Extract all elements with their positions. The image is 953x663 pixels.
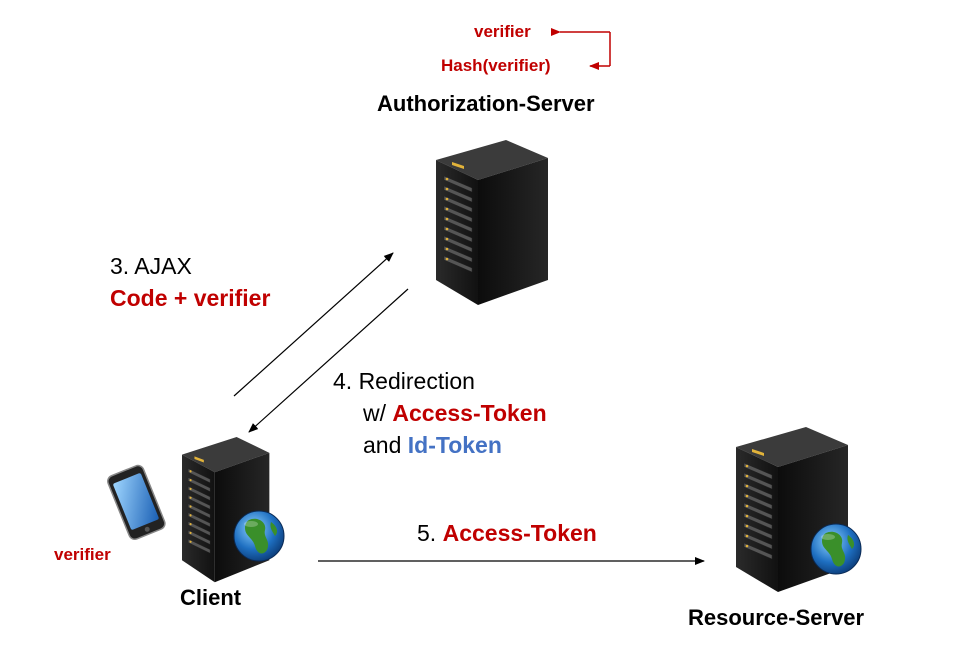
step5-prefix: 5. <box>417 520 443 546</box>
step4-and: and <box>363 432 408 458</box>
auth-hash-label: Hash(verifier) <box>441 56 551 75</box>
client-globe-icon <box>233 510 285 562</box>
step5-label: 5. Access-Token <box>417 520 597 547</box>
step4-label: 4. Redirection <box>333 368 475 394</box>
step4-line2: w/ Access-Token <box>363 400 547 427</box>
client-verifier-label: verifier <box>54 545 111 564</box>
auth-verifier-label: verifier <box>474 22 531 41</box>
step4-prefix: w/ <box>363 400 393 426</box>
step4-access-token: Access-Token <box>392 400 547 426</box>
step3-label: 3. AJAX <box>110 253 192 279</box>
client-title: Client <box>180 585 242 610</box>
step3-code-verifier: Code + verifier <box>110 285 271 311</box>
smartphone-icon <box>107 464 166 540</box>
step5-access-token: Access-Token <box>442 520 597 546</box>
step4-arrow <box>248 288 409 433</box>
step4-line3: and Id-Token <box>363 432 502 459</box>
auth-server-title: Authorization-Server <box>377 91 595 116</box>
resource-server-title: Resource-Server <box>688 605 865 630</box>
step3-arrow <box>233 252 394 397</box>
step4-id-token: Id-Token <box>407 432 502 458</box>
hash-bracket-arrow <box>551 28 611 70</box>
resource-globe-icon <box>810 523 862 575</box>
auth-server-icon <box>435 139 549 306</box>
